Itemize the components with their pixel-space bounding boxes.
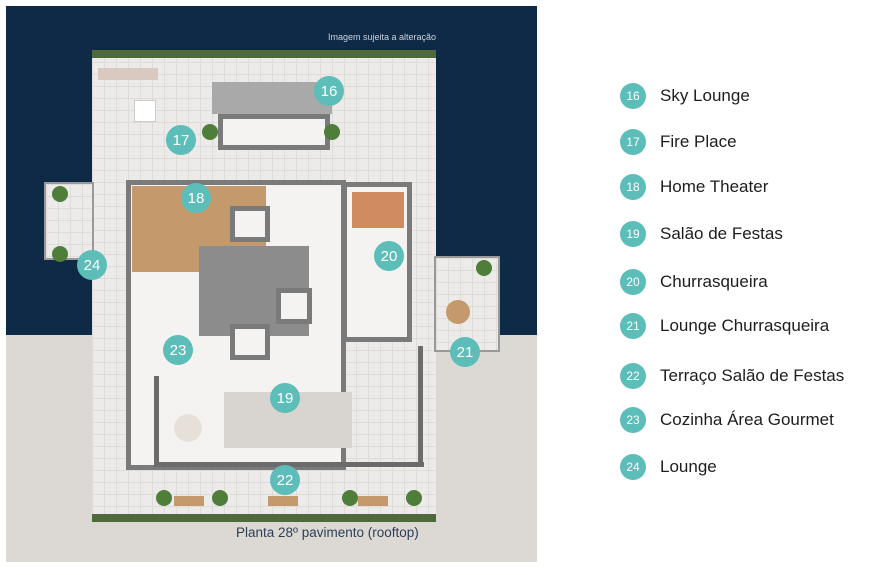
top-hedge: [92, 50, 436, 58]
marker-19: 19: [270, 383, 300, 413]
legend-item: 22 Terraço Salão de Festas: [620, 363, 844, 389]
disclaimer-note: Imagem sujeita a alteração: [328, 32, 437, 42]
legend-item: 19 Salão de Festas: [620, 221, 783, 247]
legend-label: Home Theater: [660, 177, 769, 196]
plant-icon: [202, 124, 218, 140]
elevator: [230, 206, 270, 242]
elevator: [276, 288, 312, 324]
legend-label: Lounge: [660, 457, 717, 476]
legend-number: 24: [620, 454, 646, 480]
marker-18: 18: [181, 183, 211, 213]
plant-icon: [342, 490, 358, 506]
legend-label: Lounge Churrasqueira: [660, 316, 830, 335]
plant-icon: [406, 490, 422, 506]
legend-number: 23: [620, 407, 646, 433]
churrasqueira-rug: [352, 192, 404, 228]
marker-24: 24: [77, 250, 107, 280]
legend-number: 20: [620, 269, 646, 295]
bottom-hedge: [92, 514, 436, 522]
plant-icon: [212, 490, 228, 506]
plant-icon: [52, 186, 68, 202]
legend-label: Terraço Salão de Festas: [660, 366, 845, 385]
marker-20: 20: [374, 241, 404, 271]
restrooms: [218, 114, 330, 150]
legend-number: 21: [620, 313, 646, 339]
legend-item: 16 Sky Lounge: [620, 83, 750, 109]
marker-21: 21: [450, 337, 480, 367]
legend-item: 20 Churrasqueira: [620, 269, 768, 295]
bench: [268, 496, 298, 506]
plant-icon: [52, 246, 68, 262]
legend-number: 17: [620, 129, 646, 155]
floor-plan-image: Imagem sujeita a alteração 16 17 18 19 2…: [6, 6, 537, 562]
legend-item: 24 Lounge: [620, 454, 717, 480]
marker-16: 16: [314, 76, 344, 106]
bench: [174, 496, 204, 506]
wall: [418, 346, 423, 466]
sky-lounge-table: [212, 82, 332, 114]
elevator: [230, 324, 270, 360]
legend-number: 19: [620, 221, 646, 247]
wall: [154, 376, 159, 466]
legend-number: 22: [620, 363, 646, 389]
round-table: [174, 414, 202, 442]
legend-item: 23 Cozinha Área Gourmet: [620, 407, 834, 433]
round-table: [446, 300, 470, 324]
legend-label: Sky Lounge: [660, 86, 750, 105]
legend-label: Churrasqueira: [660, 272, 768, 291]
legend-number: 16: [620, 83, 646, 109]
legend-label: Cozinha Área Gourmet: [660, 410, 834, 429]
sofa: [98, 68, 158, 80]
legend-item: 21 Lounge Churrasqueira: [620, 313, 829, 339]
marker-17: 17: [166, 125, 196, 155]
legend-item: 18 Home Theater: [620, 174, 768, 200]
marker-23: 23: [163, 335, 193, 365]
plant-icon: [156, 490, 172, 506]
legend-label: Salão de Festas: [660, 224, 783, 243]
plant-icon: [324, 124, 340, 140]
lounge-wing: [44, 182, 94, 260]
fireplace: [134, 100, 156, 122]
marker-22: 22: [270, 465, 300, 495]
plant-icon: [476, 260, 492, 276]
bench: [358, 496, 388, 506]
plan-caption: Planta 28º pavimento (rooftop): [236, 525, 419, 540]
legend-item: 17 Fire Place: [620, 129, 737, 155]
legend-label: Fire Place: [660, 132, 737, 151]
legend-number: 18: [620, 174, 646, 200]
wall: [154, 462, 424, 467]
